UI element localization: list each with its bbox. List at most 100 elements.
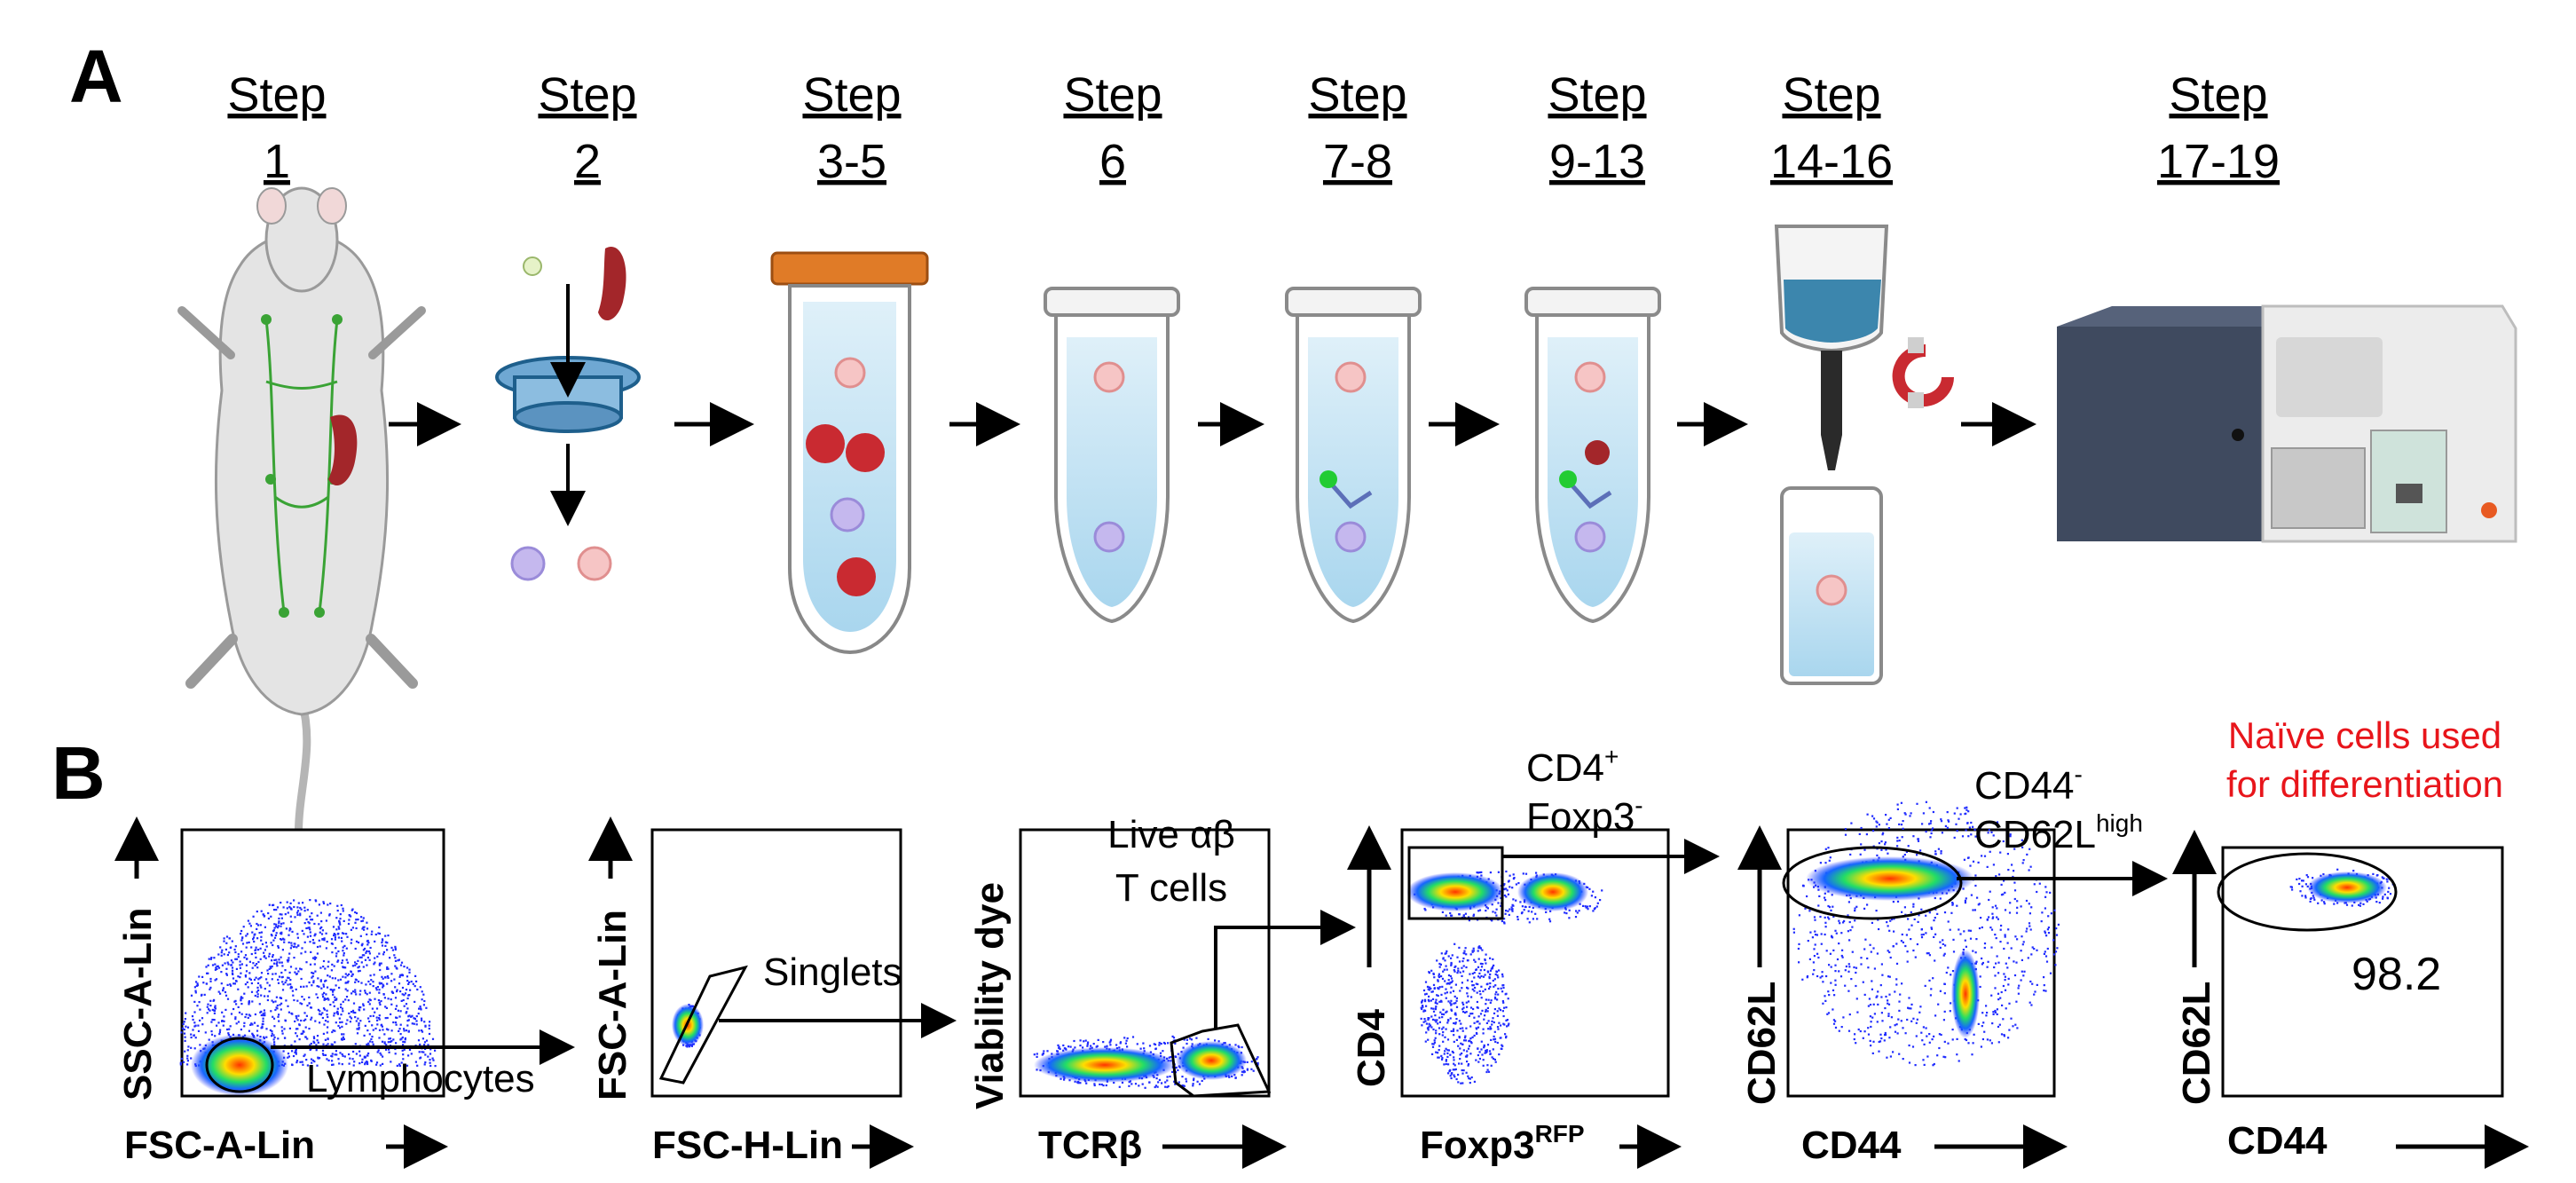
event-dot (411, 1014, 414, 1017)
event-dot (371, 930, 374, 933)
event-dot (1435, 998, 1438, 1001)
event-dot (2312, 877, 2314, 879)
event-dot (375, 1061, 379, 1064)
event-dot (360, 961, 363, 964)
event-dot (2336, 902, 2339, 904)
event-dot (395, 1016, 398, 1019)
event-dot (260, 986, 263, 989)
event-dot (1465, 1011, 1468, 1013)
event-dot (234, 958, 237, 960)
event-dot (1928, 911, 1931, 914)
event-dot (311, 957, 315, 959)
event-dot (282, 1050, 285, 1053)
event-dot (317, 1008, 319, 1011)
event-dot (325, 993, 327, 996)
event-dot (1965, 808, 1968, 811)
event-dot (358, 1024, 360, 1027)
event-dot (244, 974, 247, 977)
event-dot (1445, 952, 1447, 955)
event-dot (372, 1029, 374, 1031)
event-dot (272, 909, 276, 911)
event-dot (1808, 910, 1811, 912)
event-dot (1511, 887, 1514, 889)
event-dot (1492, 966, 1494, 968)
event-dot (1568, 909, 1571, 911)
event-dot (1496, 974, 1499, 977)
event-dot (1798, 942, 1800, 945)
event-dot (2313, 898, 2316, 901)
event-dot (1158, 1078, 1161, 1081)
event-dot (1829, 952, 1832, 955)
event-dot (278, 1020, 280, 1022)
event-dot (1473, 958, 1476, 961)
event-dot (402, 1040, 405, 1043)
event-dot (1996, 907, 1998, 910)
event-dot (363, 1034, 366, 1037)
eppendorf-tube-step-6 (1044, 287, 1180, 624)
event-dot (1991, 912, 1994, 915)
event-dot (363, 954, 366, 957)
event-dot (311, 919, 314, 921)
event-dot (261, 942, 264, 945)
event-dot (1446, 950, 1448, 952)
event-dot (248, 1013, 250, 1016)
event-dot (1125, 1039, 1128, 1042)
event-dot (215, 966, 217, 969)
event-dot (264, 957, 267, 959)
event-dot (209, 977, 212, 981)
event-dot (273, 923, 276, 926)
event-dot (2044, 930, 2046, 933)
event-dot (227, 1032, 230, 1035)
event-dot (374, 987, 377, 990)
event-dot (1999, 851, 2002, 854)
event-dot (1908, 997, 1910, 999)
event-dot (421, 998, 423, 1001)
event-dot (1472, 984, 1475, 987)
event-dot (1485, 962, 1487, 965)
event-dot (255, 976, 257, 979)
event-dot (401, 986, 405, 990)
event-dot (2013, 960, 2015, 963)
event-dot (311, 976, 313, 979)
event-dot (1910, 924, 1913, 927)
event-dot (1876, 995, 1879, 998)
event-dot (1912, 905, 1915, 908)
event-dot (1844, 984, 1847, 987)
event-dot (1141, 1083, 1144, 1085)
event-dot (304, 1036, 307, 1038)
event-dot (1505, 1037, 1508, 1039)
event-dot (388, 1051, 390, 1053)
event-dot (1866, 903, 1869, 906)
event-dot (319, 1013, 321, 1015)
event-dot (260, 931, 263, 934)
event-dot (1484, 958, 1486, 961)
event-dot (1830, 966, 1832, 968)
event-dot (370, 979, 373, 982)
event-dot (364, 1056, 366, 1059)
event-dot (254, 994, 256, 998)
event-dot (1934, 959, 1936, 962)
event-dot (423, 999, 426, 1003)
event-dot (386, 1016, 389, 1020)
event-dot (333, 965, 335, 967)
event-dot (243, 956, 246, 958)
event-dot (1486, 982, 1489, 985)
event-dot (272, 1034, 275, 1037)
event-dot (190, 1033, 193, 1036)
event-dot (272, 954, 274, 957)
event-dot (390, 1040, 393, 1043)
event-dot (1841, 956, 1844, 958)
event-dot (2031, 946, 2034, 949)
step-label-4-word: Step (1063, 68, 1162, 122)
event-dot (331, 1060, 334, 1062)
event-dot (326, 1009, 328, 1012)
event-dot (1441, 1028, 1444, 1030)
event-dot (1798, 961, 1800, 964)
event-dot (414, 1017, 416, 1021)
event-dot (369, 998, 372, 1002)
event-dot (1478, 1057, 1481, 1061)
event-dot (309, 915, 311, 918)
event-dot (1444, 980, 1446, 982)
event-dot (374, 940, 376, 942)
event-dot (1994, 1011, 1997, 1013)
